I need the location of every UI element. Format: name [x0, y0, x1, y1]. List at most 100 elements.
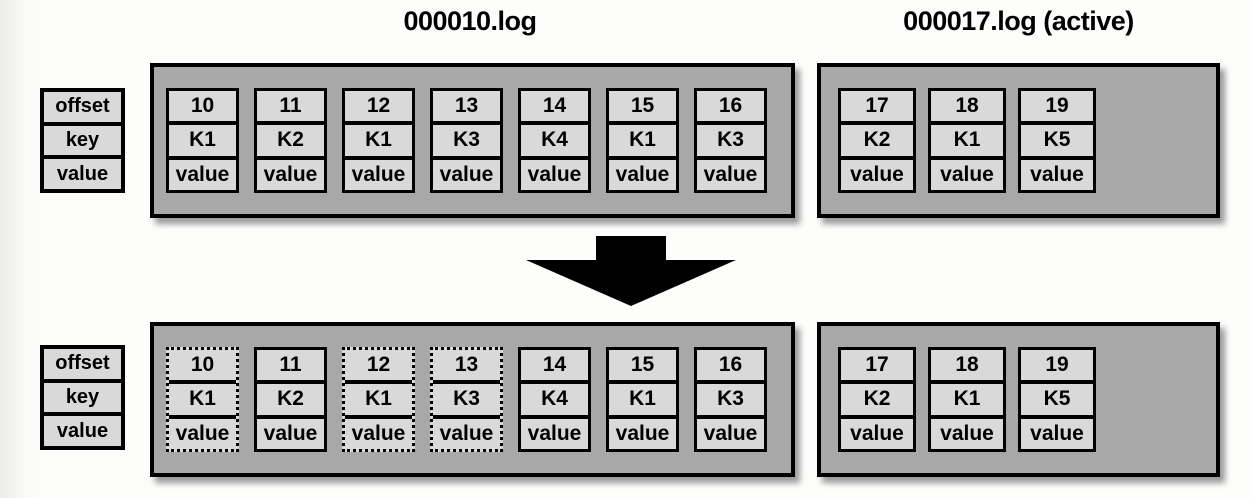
record-offset-cell: 18: [931, 91, 1003, 122]
field-label-offset: offset: [55, 95, 110, 118]
record-key-cell: K5: [1021, 121, 1093, 156]
record-value-cell: value: [841, 414, 913, 449]
segment-file-title: 000010.log: [403, 6, 537, 36]
record-key-cell: K5: [1021, 380, 1093, 415]
record-key-cell: K4: [521, 121, 588, 156]
record-key-cell: K3: [433, 121, 500, 156]
record-value-cell: value: [169, 155, 236, 190]
record-value-cell: value: [697, 155, 764, 190]
record-offset-cell: 11: [257, 91, 324, 122]
record-key-cell: K4: [521, 380, 588, 415]
record-value-cell: value: [931, 155, 1003, 190]
field-label-key: key: [44, 378, 121, 413]
record-value-cell: value: [521, 414, 588, 449]
record-offset-cell: 10: [169, 91, 236, 122]
record-value-cell: value: [433, 155, 500, 190]
record-key-cell: K1: [169, 121, 236, 156]
record-offset-cell: 14: [521, 91, 588, 122]
record-value-cell: value: [169, 414, 236, 449]
record-key-cell: K3: [697, 380, 764, 415]
record-key-cell: K1: [345, 121, 412, 156]
record-offset-cell: 12: [345, 91, 412, 122]
record-value-cell: value: [257, 414, 324, 449]
down-arrow-stem: [596, 236, 666, 260]
record-key-cell: K3: [697, 121, 764, 156]
record-value-cell: value: [433, 414, 500, 449]
record-value-cell: value: [1021, 414, 1093, 449]
record-value-cell: value: [931, 414, 1003, 449]
record-key-cell: K2: [841, 121, 913, 156]
field-label-value: value: [44, 412, 121, 446]
record-key-cell: K1: [609, 380, 676, 415]
down-arrow-head: [526, 260, 736, 306]
field-label-value: value: [44, 155, 121, 189]
record-offset-cell: 16: [697, 350, 764, 381]
record-offset-cell: 10: [169, 350, 236, 381]
record-value-cell: value: [697, 414, 764, 449]
record-offset-cell: 13: [433, 350, 500, 381]
record-offset-cell: 18: [931, 350, 1003, 381]
record-value-cell: value: [609, 414, 676, 449]
record-offset-cell: 16: [697, 91, 764, 122]
record-value-cell: value: [841, 155, 913, 190]
record-value-cell: value: [345, 155, 412, 190]
record-key-cell: K2: [257, 380, 324, 415]
record-offset-cell: 15: [609, 91, 676, 122]
record-key-cell: K3: [433, 380, 500, 415]
record-offset-cell: 15: [609, 350, 676, 381]
down-arrow-icon: [526, 236, 736, 306]
record-key-cell: K1: [931, 380, 1003, 415]
record-offset-cell: 14: [521, 350, 588, 381]
record-key-cell: K1: [609, 121, 676, 156]
record-key-cell: K1: [345, 380, 412, 415]
record-value-cell: value: [345, 414, 412, 449]
record-key-cell: K2: [841, 380, 913, 415]
field-label-key: key: [44, 121, 121, 156]
record-value-cell: value: [521, 155, 588, 190]
record-offset-cell: 17: [841, 350, 913, 381]
record-offset-cell: 17: [841, 91, 913, 122]
record-value-cell: value: [609, 155, 676, 190]
record-offset-cell: 19: [1021, 350, 1093, 381]
record-offset-cell: 12: [345, 350, 412, 381]
record-offset-cell: 11: [257, 350, 324, 381]
record-key-cell: K1: [169, 380, 236, 415]
record-key-cell: K1: [931, 121, 1003, 156]
record-value-cell: value: [257, 155, 324, 190]
record-offset-cell: 13: [433, 91, 500, 122]
record-offset-cell: 19: [1021, 91, 1093, 122]
record-value-cell: value: [1021, 155, 1093, 190]
field-label-offset: offset: [55, 352, 110, 375]
